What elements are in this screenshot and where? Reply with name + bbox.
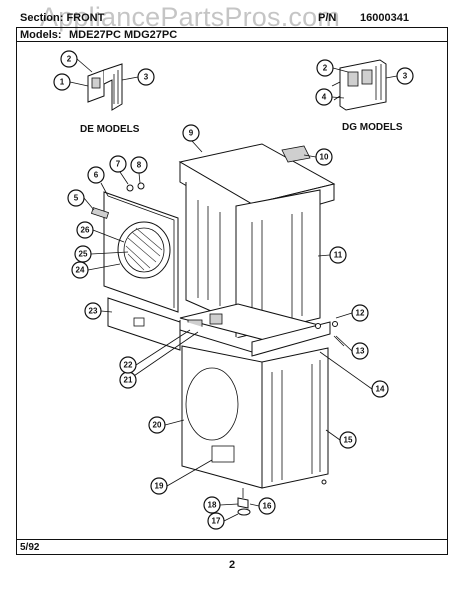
callout-22: 22 xyxy=(119,356,137,374)
header-divider xyxy=(16,41,448,42)
callout-12: 12 xyxy=(351,304,369,322)
svg-text:9: 9 xyxy=(189,129,194,138)
footer-divider xyxy=(16,539,448,540)
svg-text:7: 7 xyxy=(116,160,121,169)
svg-text:26: 26 xyxy=(81,226,90,235)
svg-text:6: 6 xyxy=(94,171,99,180)
callout-19: 19 xyxy=(150,477,168,495)
svg-text:11: 11 xyxy=(334,251,343,260)
models-value: MDE27PC MDG27PC xyxy=(69,29,178,41)
svg-text:8: 8 xyxy=(137,161,142,170)
middle-hardware xyxy=(179,303,345,357)
svg-text:22: 22 xyxy=(124,361,133,370)
svg-text:3: 3 xyxy=(403,72,408,81)
callout-15: 15 xyxy=(339,431,357,449)
callout-25: 25 xyxy=(74,245,92,263)
callout-24: 24 xyxy=(71,261,89,279)
bottom-cabinet xyxy=(181,345,329,516)
svg-text:3: 3 xyxy=(144,73,149,82)
section-title: Section: FRONT xyxy=(20,12,105,24)
part-number-value: 16000341 xyxy=(360,12,409,24)
callout-18: 18 xyxy=(203,496,221,514)
callout-13: 13 xyxy=(351,342,369,360)
diagram-frame xyxy=(16,27,448,555)
callout-3-de: 3 xyxy=(137,68,155,86)
callout-2-dg: 2 xyxy=(316,59,334,77)
svg-text:2: 2 xyxy=(67,55,72,64)
callout-23: 23 xyxy=(84,302,102,320)
dg-models-label: DG MODELS xyxy=(342,122,403,133)
callout-7: 7 xyxy=(109,155,127,173)
de-models-label: DE MODELS xyxy=(80,124,140,135)
svg-text:19: 19 xyxy=(155,482,164,491)
callout-21: 21 xyxy=(119,371,137,389)
de-bracket-assembly xyxy=(87,63,123,111)
callout-10: 10 xyxy=(315,148,333,166)
callout-2-de: 2 xyxy=(60,50,78,68)
svg-text:13: 13 xyxy=(356,347,365,356)
callout-1: 1 xyxy=(53,73,71,91)
top-cabinet xyxy=(178,143,336,339)
callout-16: 16 xyxy=(258,497,276,515)
svg-text:18: 18 xyxy=(208,501,217,510)
callout-6: 6 xyxy=(87,166,105,184)
leader-lines xyxy=(69,58,398,522)
svg-text:1: 1 xyxy=(60,78,65,87)
callout-4: 4 xyxy=(315,88,333,106)
part-number-label: P/N xyxy=(318,12,337,24)
dg-bracket-assembly xyxy=(331,59,387,111)
callout-3-dg: 3 xyxy=(396,67,414,85)
svg-text:21: 21 xyxy=(124,376,133,385)
svg-text:17: 17 xyxy=(212,517,221,526)
svg-text:10: 10 xyxy=(320,153,329,162)
svg-text:4: 4 xyxy=(322,93,327,102)
svg-text:2: 2 xyxy=(323,64,328,73)
models-label: Models: xyxy=(20,29,62,41)
svg-text:25: 25 xyxy=(79,250,88,259)
svg-text:14: 14 xyxy=(376,385,385,394)
callout-26: 26 xyxy=(76,221,94,239)
callout-8: 8 xyxy=(130,156,148,174)
callout-11: 11 xyxy=(329,246,347,264)
svg-text:15: 15 xyxy=(344,436,353,445)
svg-text:5: 5 xyxy=(74,194,79,203)
callout-17: 17 xyxy=(207,512,225,530)
page-number: 2 xyxy=(229,559,236,571)
callout-14: 14 xyxy=(371,380,389,398)
svg-text:23: 23 xyxy=(89,307,98,316)
svg-text:20: 20 xyxy=(153,421,162,430)
svg-text:16: 16 xyxy=(263,502,272,511)
revision-date: 5/92 xyxy=(20,542,40,553)
dryer-front-panel xyxy=(90,182,181,351)
callout-20: 20 xyxy=(148,416,166,434)
callout-9: 9 xyxy=(182,124,200,142)
callout-5: 5 xyxy=(67,189,85,207)
svg-text:24: 24 xyxy=(76,266,85,275)
svg-text:12: 12 xyxy=(356,309,365,318)
